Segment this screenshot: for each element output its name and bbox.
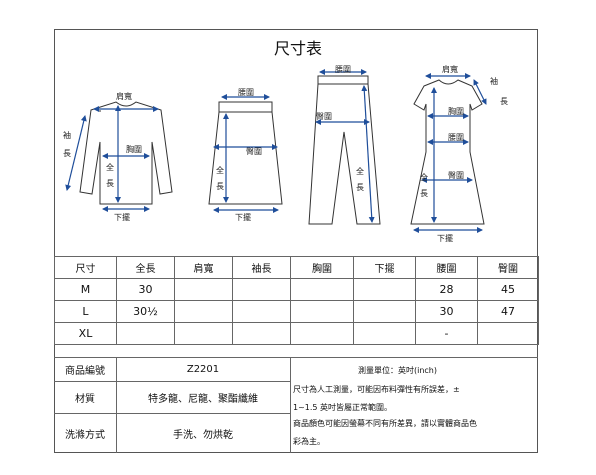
pants-length-label: 全 [356, 166, 364, 176]
dress-length-label-2: 長 [420, 189, 428, 198]
header-sleeve: 袖長 [232, 256, 291, 279]
table-cell: 28 [415, 278, 478, 301]
header-hem: 下擺 [353, 256, 416, 279]
table-cell [232, 300, 291, 323]
note-line-2: 1~1.5 英吋皆屬正常範圍。 [293, 403, 393, 412]
garment-diagrams: 肩寬 袖 長 胸圍 全 長 下擺 腰圍 臀圍 全 長 下擺 腰圍 臀圍 全 長 [54, 52, 538, 256]
top-shoulder-label: 肩寬 [116, 91, 132, 101]
table-cell: 30 [415, 300, 478, 323]
top-hem-label: 下擺 [114, 212, 130, 222]
top-length-label: 全 [106, 162, 114, 172]
dress-chest-label: 胸圍 [448, 106, 464, 116]
header-chest: 胸圍 [290, 256, 354, 279]
table-cell: - [415, 322, 478, 345]
product-code-value: Z2201 [186, 363, 220, 375]
dress-sleeve-label-2: 長 [500, 97, 508, 106]
note-line-1: 尺寸為人工測量，可能因布料彈性有所誤差，± [293, 385, 460, 394]
pants-diagram [308, 75, 381, 225]
material-value: 特多龍、尼龍、聚酯纖維 [148, 393, 258, 405]
table-row: XL - [54, 322, 539, 345]
wash-value: 手洗、勿烘乾 [173, 429, 233, 441]
dress-hip-label: 臀圍 [448, 171, 464, 180]
material-label: 材質 [75, 393, 95, 405]
dress-diagram [410, 79, 485, 225]
pants-hip-label: 臀圍 [316, 112, 332, 121]
size-table-header-row: 尺寸 全長 肩寬 袖長 胸圍 下擺 腰圍 臀圍 [54, 256, 539, 279]
table-cell: L [54, 300, 117, 323]
header-size: 尺寸 [54, 256, 117, 279]
note-line-3: 商品顏色可能因螢幕不同有所差異，請以實體商品色 [293, 419, 477, 428]
table-cell: 30½ [116, 300, 175, 323]
table-cell [232, 322, 291, 345]
table-cell [232, 278, 291, 301]
table-cell [174, 278, 233, 301]
table-cell [477, 322, 539, 345]
product-code-label: 商品編號 [65, 365, 105, 377]
skirt-length-label: 全 [216, 165, 224, 175]
table-row: M 30 28 45 [54, 278, 539, 301]
size-chart-sheet [54, 29, 538, 453]
note-line-4: 彩為主。 [293, 437, 325, 446]
table-cell [290, 300, 354, 323]
table-cell: 30 [116, 278, 175, 301]
table-cell [353, 278, 416, 301]
skirt-waist-label: 腰圍 [238, 88, 254, 97]
chart-title: 尺寸表 [273, 39, 322, 58]
product-info: 商品編號 Z2201 材質 特多龍、尼龍、聚酯纖維 洗滌方式 手洗、勿烘乾 測量… [54, 357, 538, 453]
wash-label: 洗滌方式 [65, 429, 105, 441]
table-cell [116, 322, 175, 345]
dress-shoulder-label: 肩寬 [442, 64, 458, 74]
table-cell: 45 [477, 278, 539, 301]
skirt-hip-label: 臀圍 [246, 147, 262, 156]
table-cell [353, 322, 416, 345]
dress-waist-label: 腰圍 [448, 133, 464, 142]
pants-length-label-2: 長 [356, 183, 364, 192]
table-cell [353, 300, 416, 323]
table-cell [174, 322, 233, 345]
skirt-length-label-2: 長 [216, 182, 224, 191]
garment-diagrams-svg: 肩寬 袖 長 胸圍 全 長 下擺 腰圍 臀圍 全 長 下擺 腰圍 臀圍 全 長 [63, 64, 508, 243]
table-cell [290, 322, 354, 345]
header-length: 全長 [116, 256, 175, 279]
table-cell [174, 300, 233, 323]
skirt-diagram [208, 101, 283, 205]
top-sleeve-label: 袖 [63, 130, 71, 140]
table-cell: 47 [477, 300, 539, 323]
table-cell [290, 278, 354, 301]
header-hip: 臀圍 [477, 256, 539, 279]
top-sleeve-label-2: 長 [63, 149, 71, 158]
top-chest-label: 胸圍 [126, 144, 142, 154]
skirt-hem-label: 下擺 [235, 212, 251, 222]
table-cell: M [54, 278, 117, 301]
header-shoulder: 肩寬 [174, 256, 233, 279]
dress-length-label: 全 [420, 172, 428, 182]
table-row: L 30½ 30 47 [54, 300, 539, 323]
size-table: 尺寸 全長 肩寬 袖長 胸圍 下擺 腰圍 臀圍 M 30 28 45 L 30½… [54, 256, 539, 345]
note-unit: 測量單位：英吋(inch) [358, 366, 438, 375]
table-cell: XL [54, 322, 117, 345]
dress-sleeve-label: 袖 [490, 76, 498, 86]
top-length-label-2: 長 [106, 179, 114, 188]
measurement-notes: 測量單位：英吋(inch) 尺寸為人工測量，可能因布料彈性有所誤差，± 1~1.… [290, 357, 538, 453]
pants-waist-label: 腰圍 [335, 65, 351, 74]
dress-hem-label: 下擺 [437, 233, 453, 243]
header-waist: 腰圍 [415, 256, 478, 279]
